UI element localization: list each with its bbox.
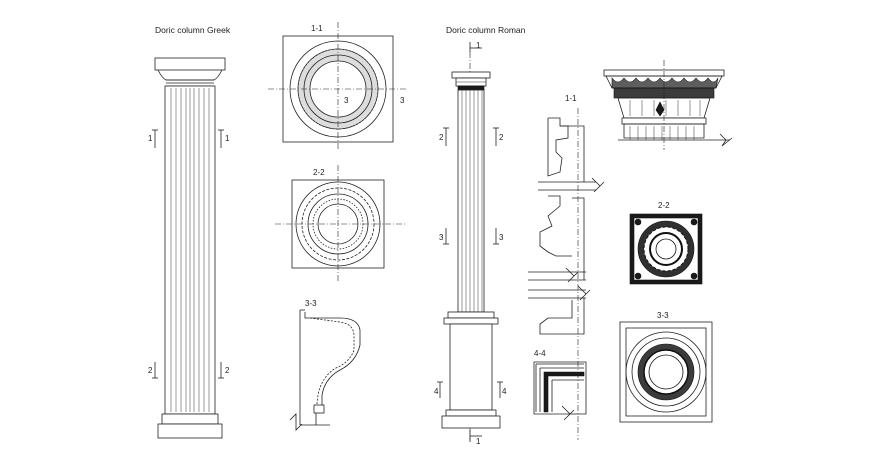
roman-cap-2-label: 2-2 — [658, 201, 670, 210]
svg-text:2: 2 — [499, 133, 504, 142]
greek-cut-mark-2-left: 2 — [148, 362, 158, 379]
greek-torus — [161, 413, 219, 425]
svg-text:2: 2 — [225, 366, 230, 375]
greek-cut-mark-2-right: 2 — [218, 362, 230, 379]
greek-plan-1-label: 1-1 — [311, 24, 323, 33]
greek-base-profile-3: 3-3 — [289, 299, 361, 431]
greek-column-title: Doric column Greek — [155, 25, 231, 35]
roman-column-elevation: Doric column Roman 1 1 — [434, 25, 526, 446]
svg-text:1: 1 — [476, 437, 481, 446]
roman-abacus — [451, 71, 491, 79]
greek-profile-3-label: 3-3 — [305, 299, 317, 308]
roman-capital-elevation — [603, 60, 733, 150]
svg-text:3: 3 — [439, 233, 444, 242]
svg-text:3: 3 — [400, 96, 405, 105]
roman-column-title: Doric column Roman — [446, 25, 526, 35]
roman-corner-4-label: 4-4 — [534, 349, 546, 358]
svg-text:1: 1 — [225, 134, 230, 143]
greek-column-elevation: Doric column Greek 1 — [148, 25, 231, 439]
roman-capital-plan-2: 2-2 — [629, 201, 703, 285]
greek-plan-section-2: 2-2 — [275, 165, 405, 282]
greek-plan-section-1: 1-1 3 3 — [268, 22, 408, 150]
svg-text:1: 1 — [476, 41, 481, 50]
roman-corner-section-4: 4-4 — [533, 349, 587, 421]
greek-shaft — [164, 85, 216, 415]
svg-text:3: 3 — [344, 96, 349, 105]
svg-text:2: 2 — [439, 133, 444, 142]
svg-text:3: 3 — [499, 233, 504, 242]
roman-base-plan-3: 3-3 — [619, 311, 713, 423]
greek-cut-mark-1-right: 1 — [218, 129, 230, 148]
greek-echinus — [157, 69, 223, 81]
roman-side-section-1: 1-1 — [528, 94, 605, 440]
svg-text:1: 1 — [148, 134, 153, 143]
svg-text:4: 4 — [434, 387, 439, 396]
roman-shaft — [457, 89, 485, 313]
roman-side-1-label: 1-1 — [565, 94, 577, 103]
greek-plinth — [157, 423, 223, 439]
greek-abacus — [154, 57, 226, 71]
roman-base-3-label: 3-3 — [657, 311, 669, 320]
roman-pedestal — [449, 323, 493, 411]
greek-cut-mark-1-left: 1 — [148, 129, 158, 148]
svg-text:2: 2 — [148, 366, 153, 375]
roman-cut-marks: 2 2 3 3 4 4 — [434, 127, 507, 398]
greek-plan-2-label: 2-2 — [313, 168, 325, 177]
svg-text:4: 4 — [502, 387, 507, 396]
capital-ornament-band — [611, 77, 719, 89]
